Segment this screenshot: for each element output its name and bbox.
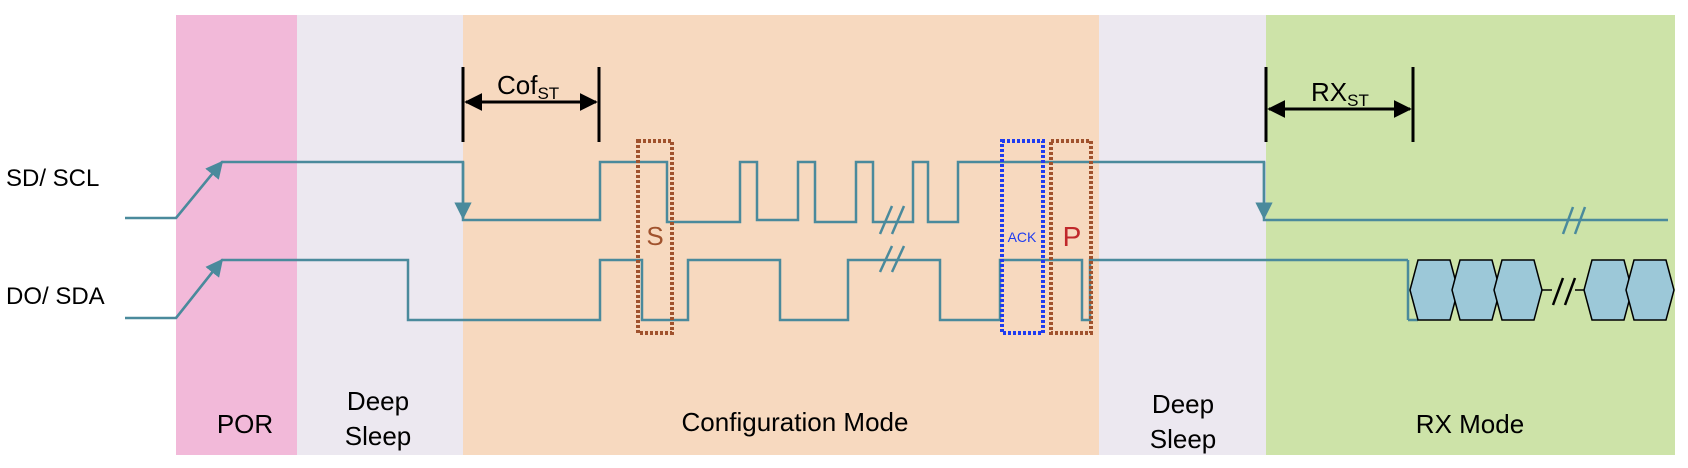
deep-sleep-phase-label-line2: Sleep <box>345 421 412 451</box>
configuration-phase-label: Configuration Mode <box>682 407 909 437</box>
sd-scl-label: SD/ SCL <box>6 165 99 192</box>
deep-sleep-phase-2-label-line1: Deep <box>1152 389 1214 419</box>
rx-phase-label: RX Mode <box>1416 409 1524 439</box>
start-condition-box <box>636 139 674 335</box>
stop-label: P <box>1063 221 1082 252</box>
rx-phase-band <box>1266 15 1675 455</box>
rx-symbol <box>1583 259 1633 321</box>
rx-symbol <box>1493 259 1543 321</box>
start-label: S <box>646 221 663 251</box>
sd-scl-rise-arrow <box>175 160 224 219</box>
ack-label: ACK <box>1008 229 1037 245</box>
scl-break-mark-rx <box>1561 206 1587 235</box>
rx-st-label: RXST <box>1311 77 1369 110</box>
sda-break-mark-config <box>878 245 906 273</box>
rx-symbol <box>1409 259 1459 321</box>
deep-sleep-phase-label-line1: Deep <box>347 386 409 416</box>
scl-break-mark-config <box>878 205 906 235</box>
cof-st-bracket <box>461 67 601 142</box>
stop-condition-box <box>1049 139 1093 335</box>
rx-break-mark <box>1551 277 1577 306</box>
do-sda-label: DO/ SDA <box>6 283 105 310</box>
deep-sleep-phase-band <box>297 15 463 455</box>
sd-scl-waveform <box>125 160 1668 224</box>
por-phase-label: POR <box>217 409 273 439</box>
do-sda-rise-arrow <box>175 258 224 319</box>
rx-symbol <box>1625 259 1675 321</box>
cof-st-label: CofST <box>497 70 559 103</box>
deep-sleep-phase-2-label-line2: Sleep <box>1150 424 1217 454</box>
configuration-phase-band <box>463 15 1099 455</box>
rx-st-bracket <box>1264 67 1415 142</box>
ack-box <box>1000 139 1045 335</box>
por-phase-band <box>176 15 297 455</box>
deep-sleep-phase-band-2 <box>1099 15 1266 455</box>
rx-symbol <box>1451 259 1501 321</box>
rx-data-symbols <box>1406 259 1675 322</box>
do-sda-waveform <box>125 258 1408 322</box>
